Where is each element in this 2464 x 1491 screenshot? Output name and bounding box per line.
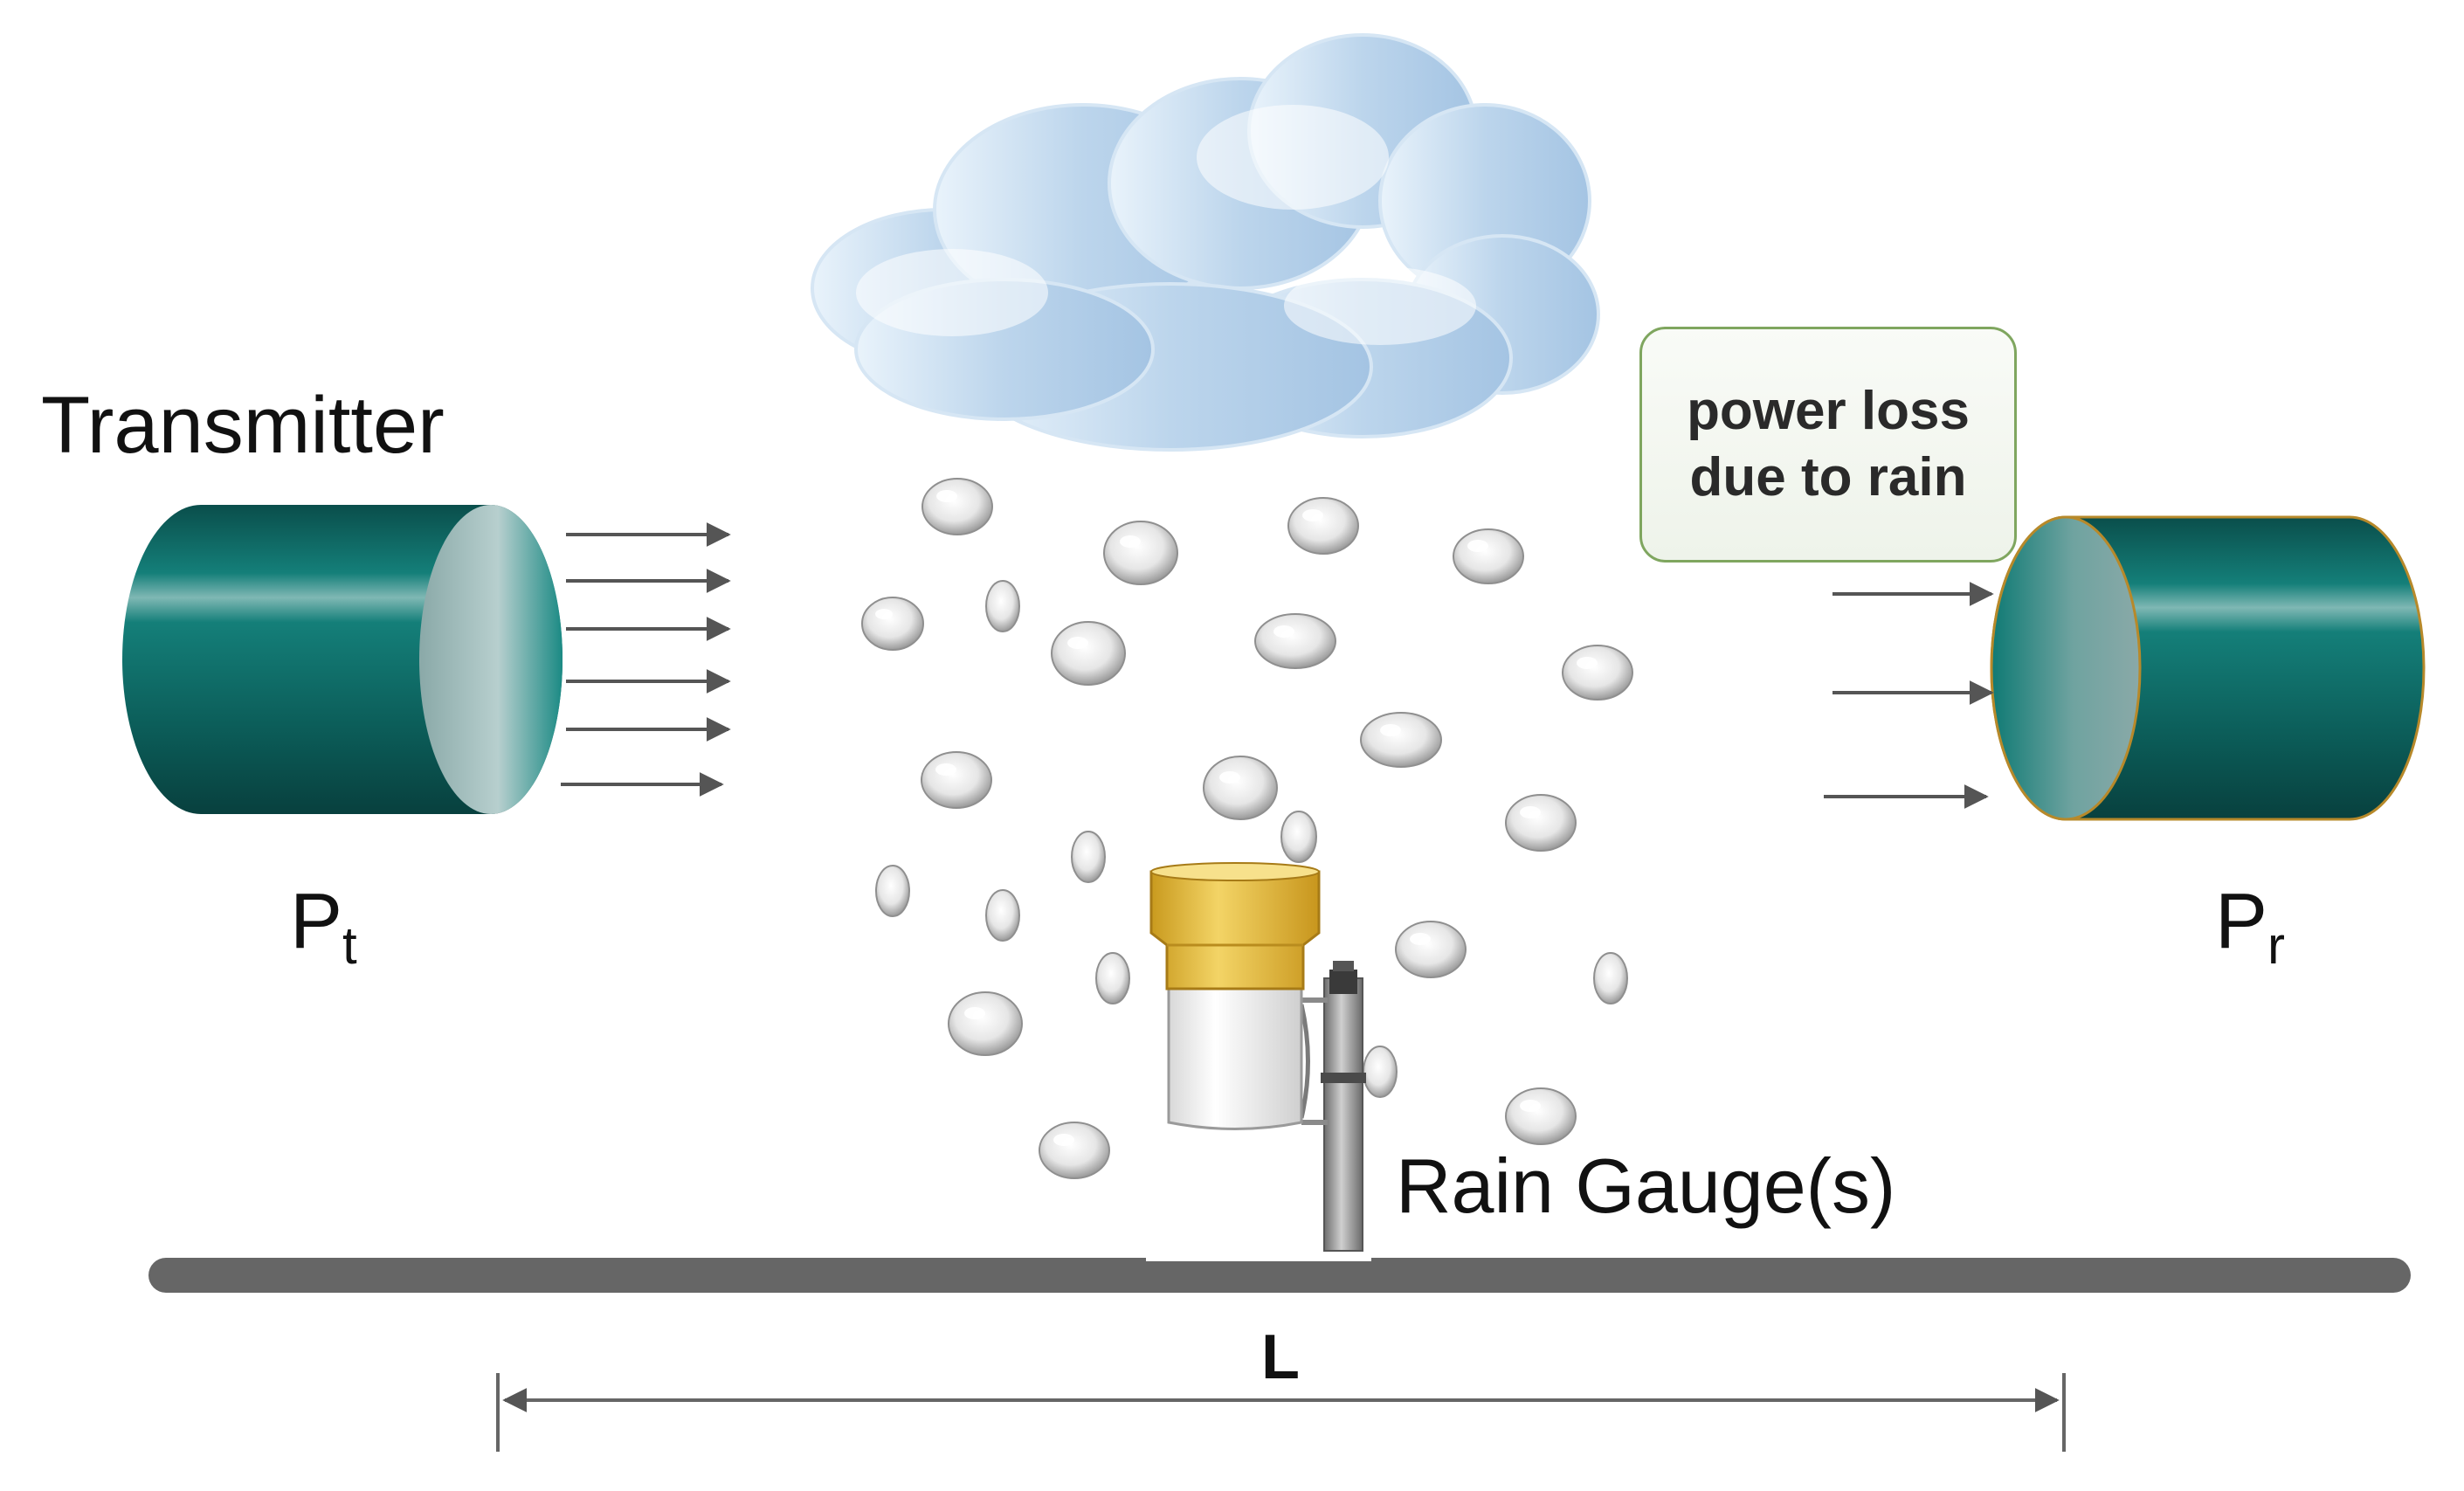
raindrop-icon xyxy=(1505,1087,1577,1145)
raindrop-icon xyxy=(1051,621,1126,686)
transmitted-signal-arrows xyxy=(561,522,731,797)
rain-cloud-icon xyxy=(811,33,1600,452)
raindrop-icon xyxy=(1287,497,1359,555)
raindrop-icon xyxy=(1039,1122,1110,1179)
raindrop-icon xyxy=(985,580,1020,632)
raindrop-icon xyxy=(948,991,1023,1056)
raindrops xyxy=(861,478,1633,1179)
receiver-antenna-icon xyxy=(1990,515,2426,821)
path-length-dimension xyxy=(496,1373,2066,1452)
transmitter-antenna-icon xyxy=(122,505,563,814)
received-signal-arrows xyxy=(1824,582,1994,809)
raindrop-icon xyxy=(1505,794,1577,852)
raindrop-icon xyxy=(1095,952,1130,1004)
raindrop-icon xyxy=(1395,921,1467,978)
raindrop-icon xyxy=(921,751,992,809)
raindrop-icon xyxy=(1280,811,1317,863)
raindrop-icon xyxy=(921,478,993,535)
raindrop-icon xyxy=(1593,952,1628,1004)
raindrop-icon xyxy=(1562,645,1633,701)
raindrop-icon xyxy=(985,889,1020,942)
callout-line-1: power loss xyxy=(1687,381,1970,441)
raindrop-icon xyxy=(875,865,910,917)
raindrop-icon xyxy=(1203,756,1278,820)
ground-line xyxy=(148,1254,2411,1293)
rain-gauge-label: Rain Gauge(s) xyxy=(1396,1142,1895,1229)
raindrop-icon xyxy=(1071,831,1106,883)
transmitter-label: Transmitter xyxy=(41,381,445,470)
power-loss-callout: power loss due to rain xyxy=(1639,327,2017,563)
receive-power-label: Pr xyxy=(2215,878,2285,975)
raindrop-icon xyxy=(861,597,924,651)
transmit-power-label: Pt xyxy=(290,878,357,975)
raindrop-icon xyxy=(1254,613,1336,669)
raindrop-icon xyxy=(1103,521,1178,585)
callout-line-2: due to rain xyxy=(1689,447,1967,507)
raindrop-icon xyxy=(1360,712,1442,768)
path-length-label: L xyxy=(1261,1322,1300,1392)
rain-gauge-icon xyxy=(1149,862,1366,1252)
raindrop-icon xyxy=(1363,1046,1398,1098)
raindrop-icon xyxy=(1453,528,1524,584)
